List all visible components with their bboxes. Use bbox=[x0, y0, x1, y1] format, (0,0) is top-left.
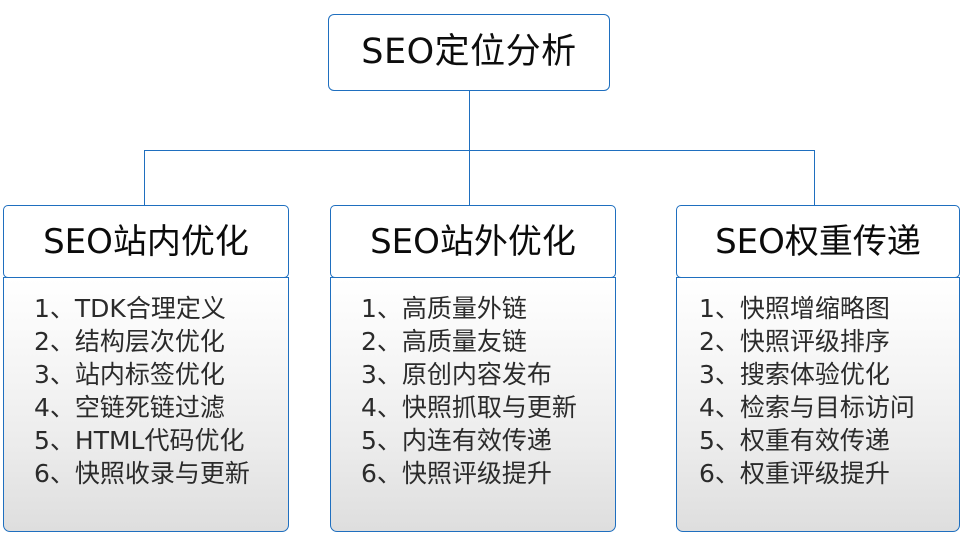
connector-branch-2-vertical bbox=[469, 150, 471, 206]
branch-body-1: 1、TDK合理定义 2、结构层次优化 3、站内标签优化 4、空链死链过滤 5、H… bbox=[3, 277, 289, 532]
list-item: 6、权重评级提升 bbox=[699, 459, 890, 488]
branch-body-2: 1、高质量外链 2、高质量友链 3、原创内容发布 4、快照抓取与更新 5、内连有… bbox=[330, 277, 616, 532]
branch-header-1[interactable]: SEO站内优化 bbox=[3, 205, 289, 278]
branch-body-3: 1、快照增缩略图 2、快照评级排序 3、搜索体验优化 4、检索与目标访问 5、权… bbox=[676, 277, 960, 532]
branch-header-2[interactable]: SEO站外优化 bbox=[330, 205, 616, 278]
list-item: 1、快照增缩略图 bbox=[699, 294, 890, 323]
branch-column-3: SEO权重传递 1、快照增缩略图 2、快照评级排序 3、搜索体验优化 4、检索与… bbox=[676, 205, 960, 532]
root-node[interactable]: SEO定位分析 bbox=[328, 14, 610, 91]
branch-header-3-label: SEO权重传递 bbox=[715, 221, 921, 262]
list-item: 3、站内标签优化 bbox=[34, 360, 225, 389]
branch-column-2: SEO站外优化 1、高质量外链 2、高质量友链 3、原创内容发布 4、快照抓取与… bbox=[330, 205, 616, 532]
list-item: 1、TDK合理定义 bbox=[34, 294, 226, 323]
branch-header-3[interactable]: SEO权重传递 bbox=[676, 205, 960, 278]
list-item: 5、内连有效传递 bbox=[361, 426, 552, 455]
connector-branch-1-vertical bbox=[144, 150, 146, 206]
list-item: 6、快照收录与更新 bbox=[34, 459, 250, 488]
list-item: 4、空链死链过滤 bbox=[34, 393, 225, 422]
list-item: 6、快照评级提升 bbox=[361, 459, 552, 488]
branch-header-2-label: SEO站外优化 bbox=[370, 221, 576, 262]
connector-root-vertical bbox=[469, 91, 471, 151]
list-item: 4、快照抓取与更新 bbox=[361, 393, 577, 422]
list-item: 3、搜索体验优化 bbox=[699, 360, 890, 389]
branch-header-1-label: SEO站内优化 bbox=[43, 221, 249, 262]
connector-horizontal-bus bbox=[144, 150, 815, 152]
connector-branch-3-vertical bbox=[814, 150, 816, 206]
list-item: 2、快照评级排序 bbox=[699, 327, 890, 356]
list-item: 4、检索与目标访问 bbox=[699, 393, 915, 422]
list-item: 5、权重有效传递 bbox=[699, 426, 890, 455]
list-item: 3、原创内容发布 bbox=[361, 360, 552, 389]
list-item: 2、高质量友链 bbox=[361, 327, 527, 356]
branch-column-1: SEO站内优化 1、TDK合理定义 2、结构层次优化 3、站内标签优化 4、空链… bbox=[3, 205, 289, 532]
root-node-label: SEO定位分析 bbox=[361, 32, 577, 72]
list-item: 1、高质量外链 bbox=[361, 294, 527, 323]
list-item: 5、HTML代码优化 bbox=[34, 426, 245, 455]
list-item: 2、结构层次优化 bbox=[34, 327, 225, 356]
